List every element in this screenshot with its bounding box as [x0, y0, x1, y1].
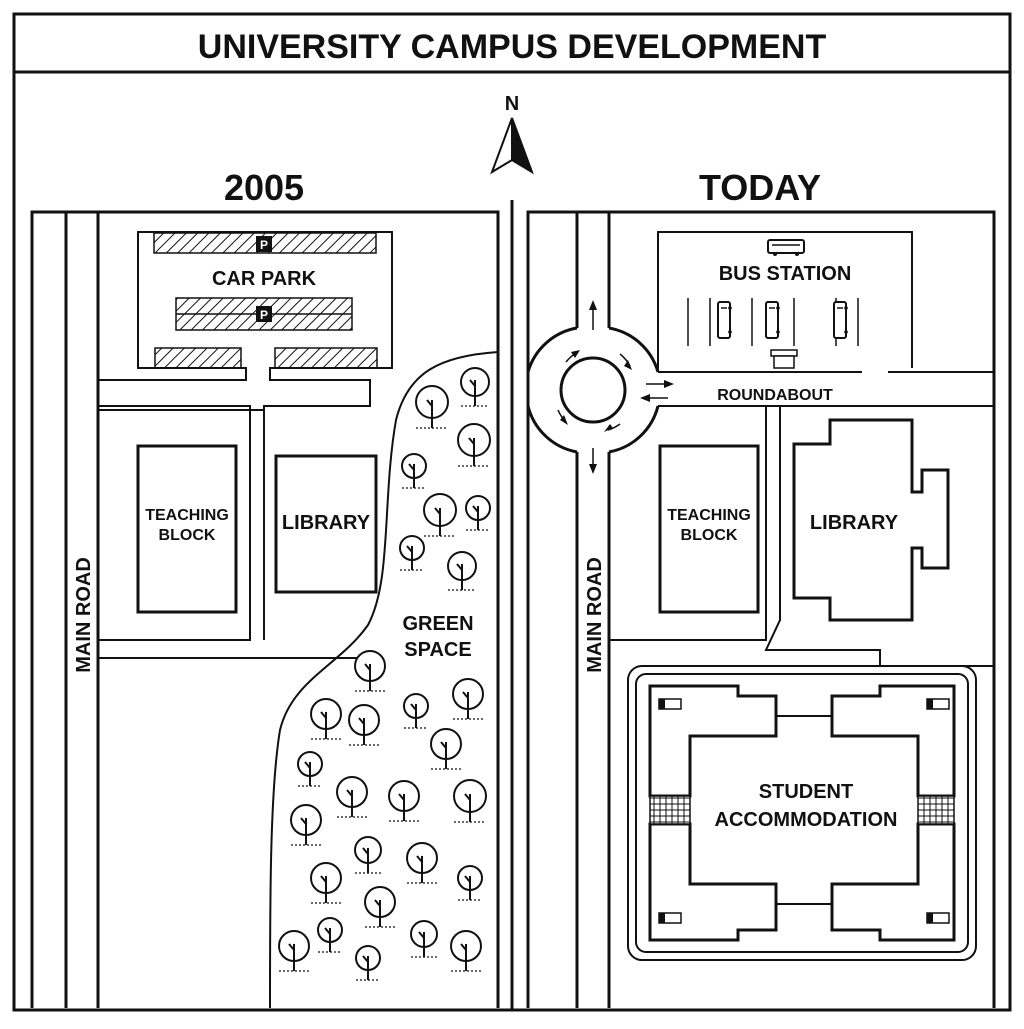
tree-icon — [447, 551, 477, 591]
tree-icon — [403, 693, 429, 729]
tree-icon — [354, 650, 386, 692]
beds — [658, 698, 950, 924]
traffic-arrow-icon — [557, 300, 674, 474]
tree-icon — [348, 704, 380, 746]
bus-station-label: BUS STATION — [719, 263, 852, 285]
tree-icon — [354, 836, 382, 874]
tree-icon — [336, 776, 368, 818]
tree-icon — [415, 385, 449, 429]
north-label: N — [505, 93, 519, 115]
tree-icon — [401, 453, 427, 489]
teaching-block-label-today-line1: TEACHING — [667, 507, 751, 524]
bus-icon — [717, 301, 732, 339]
parking-row — [274, 347, 378, 369]
tree-icon — [355, 945, 381, 981]
parking-row — [154, 347, 242, 369]
student-accommodation-label-line2: ACCOMMODATION — [715, 809, 898, 831]
tree-icon — [310, 698, 342, 740]
panel-today: TODAY MAIN ROAD — [526, 167, 996, 1008]
tree-icon — [457, 865, 483, 901]
car-park-label: CAR PARK — [212, 268, 317, 290]
tree-icon — [460, 367, 490, 407]
road-edge — [608, 406, 767, 641]
tree-icon — [290, 804, 322, 846]
green-space-label-line1: GREEN — [402, 613, 473, 635]
parking-icon: P — [256, 236, 272, 252]
tree-icon — [278, 930, 310, 972]
teaching-block-label-2005-line2: BLOCK — [159, 527, 216, 544]
roundabout: ROUNDABOUT — [526, 300, 994, 474]
tree-icon — [452, 678, 484, 720]
green-space-trees — [278, 367, 491, 981]
connecting-walkway — [917, 795, 955, 825]
bus-station: BUS STATION — [657, 231, 913, 372]
panel-today-border — [526, 210, 996, 1008]
teaching-block-today — [658, 444, 760, 614]
car-park: P P CAR PARK — [98, 231, 393, 411]
tree-icon — [317, 917, 343, 953]
panel-2005-border — [30, 210, 500, 1008]
panel-2005: 2005 MAIN ROAD P P CAR PARK — [30, 167, 500, 1009]
roundabout-label: ROUNDABOUT — [717, 387, 833, 404]
green-space-label-line2: SPACE — [404, 639, 471, 661]
bed-icon — [926, 912, 950, 924]
parking-sign-label: P — [260, 308, 268, 322]
tree-icon — [388, 780, 420, 822]
tree-icon — [430, 728, 462, 770]
bus-icon — [833, 301, 848, 339]
main-road-2005: MAIN ROAD — [64, 212, 100, 1008]
north-arrow-icon: N — [490, 93, 534, 175]
tree-icon — [465, 495, 491, 531]
bus-shelter-icon — [770, 349, 798, 369]
teaching-block-2005 — [136, 444, 238, 614]
tree-icon — [410, 920, 438, 958]
bus-icon — [765, 301, 780, 339]
bus-bays — [687, 298, 859, 346]
tree-icon — [364, 886, 396, 928]
bed-icon — [658, 912, 682, 924]
tree-icon — [457, 423, 491, 467]
main-road-today: MAIN ROAD — [575, 212, 611, 1008]
student-accommodation-label-line1: STUDENT — [759, 781, 853, 803]
tree-icon — [453, 779, 487, 823]
library-2005 — [274, 454, 378, 594]
year-2005-label: 2005 — [224, 167, 304, 208]
tree-icon — [297, 751, 323, 787]
student-accommodation: STUDENT ACCOMMODATION — [627, 665, 977, 961]
roundabout-island — [559, 356, 627, 424]
library-today — [792, 418, 950, 622]
library-label-2005: LIBRARY — [282, 512, 371, 534]
tree-icon — [406, 842, 438, 884]
tree-icon — [423, 493, 457, 537]
green-space-boundary — [269, 351, 499, 1009]
teaching-block-label-today-line2: BLOCK — [681, 527, 738, 544]
library-label-today: LIBRARY — [810, 512, 899, 534]
parking-sign-label: P — [260, 238, 268, 252]
year-today-label: TODAY — [699, 167, 821, 208]
road-edge — [98, 405, 251, 641]
parking-icon: P — [256, 306, 272, 322]
teaching-block-label-2005-line1: TEACHING — [145, 507, 229, 524]
bed-icon — [926, 698, 950, 710]
tree-icon — [450, 930, 482, 972]
main-road-label-2005: MAIN ROAD — [73, 557, 95, 673]
tree-icon — [399, 535, 425, 571]
bus-icon — [767, 239, 805, 256]
map-title: UNIVERSITY CAMPUS DEVELOPMENT — [198, 28, 827, 66]
bed-icon — [658, 698, 682, 710]
tree-icon — [310, 862, 342, 904]
main-road-label-today: MAIN ROAD — [584, 557, 606, 673]
connecting-walkway — [649, 795, 691, 825]
